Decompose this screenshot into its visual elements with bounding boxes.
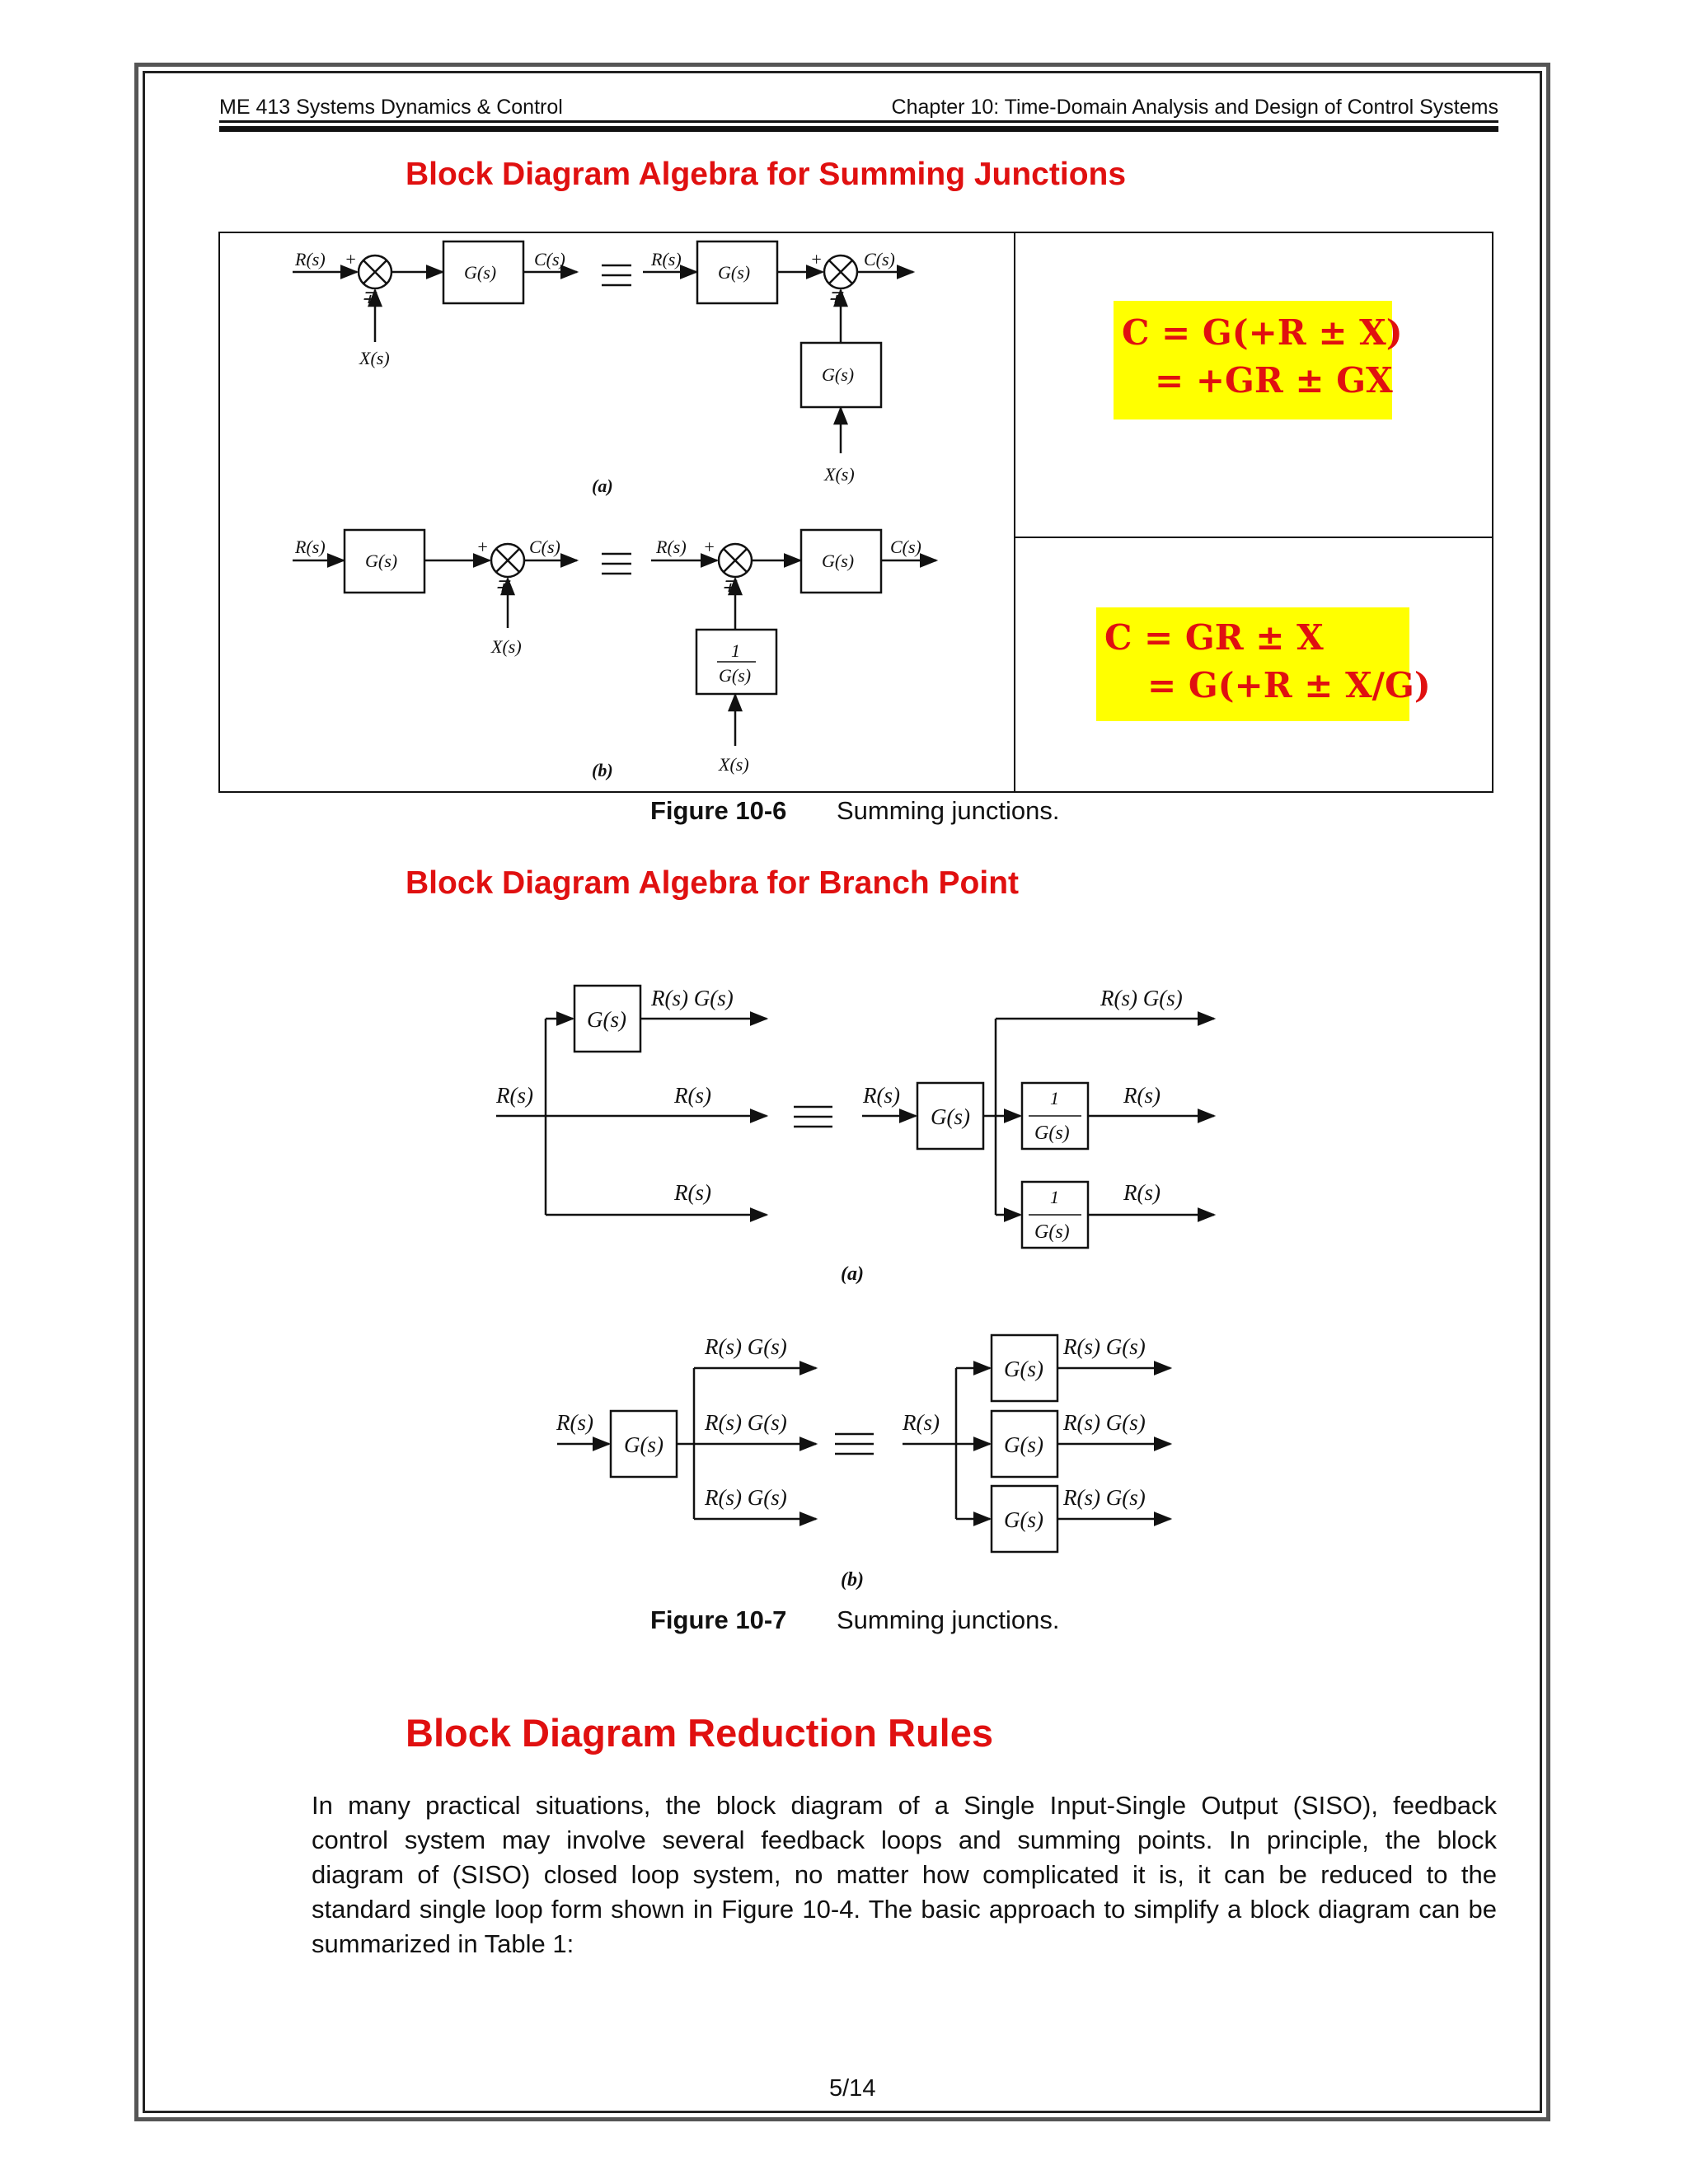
fig7a-right-G-inverse-2: G(s): [1034, 1221, 1070, 1243]
equation-a-box: C = G(+R ± X) = +GR ± GX: [1114, 301, 1403, 419]
fig6-subcaption-b: (b): [592, 760, 613, 780]
equation-b-line-1: C = GR ± X: [1104, 617, 1324, 658]
fig6a-left-C-label: C(s): [534, 249, 565, 269]
figure-10-6-text: Summing junctions.: [837, 796, 1060, 825]
fig6-subcaption-a: (a): [592, 476, 613, 496]
fig7a-right-R-mid: R(s): [1123, 1083, 1160, 1108]
fig6b-left-C-label: C(s): [529, 537, 560, 557]
paragraph-line-2: control system may involve several feedb…: [312, 1825, 1497, 1854]
fig7a-right-G-inverse-1: G(s): [1034, 1122, 1070, 1144]
page-header: ME 413 Systems Dynamics & Control Chapte…: [219, 91, 1498, 122]
fig7b-left-RG-top: R(s) G(s): [704, 1334, 787, 1359]
summing-section-title: Block Diagram Algebra for Summing Juncti…: [406, 157, 1127, 192]
fig7a-right-G-label: G(s): [931, 1104, 970, 1129]
fig6b-right-X-label: X(s): [718, 754, 749, 775]
table-horizontal-divider: [1014, 537, 1493, 538]
branch-section-title: Block Diagram Algebra for Branch Point: [406, 865, 1020, 901]
page-number: 5/14: [829, 2075, 876, 2102]
reduction-section-title: Block Diagram Reduction Rules: [406, 1711, 993, 1755]
fig6a-right-X-label: X(s): [823, 464, 855, 485]
header-rule-thick: [219, 126, 1498, 132]
figure-10-7-number: Figure 10-7: [650, 1605, 787, 1634]
fig7-subcaption-b: (b): [841, 1569, 864, 1591]
header-rule-thin: [219, 120, 1498, 123]
figure-10-6-caption: Figure 10-6 Summing junctions.: [650, 796, 1060, 826]
body-paragraph: In many practical situations, the block …: [312, 1788, 1497, 1961]
figure-10-7-caption: Figure 10-7 Summing junctions.: [650, 1605, 1060, 1635]
fig6a-right-R-label: R(s): [650, 249, 682, 269]
paragraph-line-4: standard single loop form shown in Figur…: [312, 1895, 1497, 1924]
fig7a-left-R-input: R(s): [495, 1083, 533, 1108]
fig6b-right-one: 1: [731, 640, 740, 661]
figure-10-7-text: Summing junctions.: [837, 1605, 1060, 1634]
fig6b-right-plus: +: [703, 537, 715, 557]
fig7b-right-R-input: R(s): [902, 1410, 940, 1435]
page-frame-outer: [134, 63, 1550, 2121]
fig7b-left-G-label: G(s): [624, 1432, 663, 1457]
fig6b-left-G-label: G(s): [365, 551, 397, 571]
fig6b-right-C-label: C(s): [890, 537, 921, 557]
fig6a-right-C-label: C(s): [864, 249, 895, 269]
fig7b-right-G-bottom: G(s): [1004, 1507, 1043, 1532]
fig7a-left-R-bottom: R(s): [673, 1180, 711, 1205]
fig6b-left-plus: +: [476, 537, 489, 557]
fig6a-right-G-label: G(s): [718, 262, 750, 283]
fig6a-left-R-label: R(s): [294, 249, 326, 269]
fig7a-right-RG-label: R(s) G(s): [1100, 986, 1183, 1010]
fig7a-right-one-1: 1: [1050, 1088, 1059, 1108]
fig6b-right-G-label: G(s): [822, 551, 854, 571]
paragraph-line-3: diagram of (SISO) closed loop system, no…: [312, 1860, 1497, 1889]
fig6a-right-feedback-G-label: G(s): [822, 364, 854, 385]
fig7b-right-RG-top: R(s) G(s): [1062, 1334, 1146, 1359]
fig6a-left-pm: ∓: [361, 287, 377, 307]
fig7b-right-RG-bottom: R(s) G(s): [1062, 1485, 1146, 1510]
fig7a-right-R-bottom: R(s): [1123, 1180, 1160, 1205]
fig7b-left-R-input: R(s): [556, 1410, 593, 1435]
fig7b-right-G-mid: G(s): [1004, 1432, 1043, 1457]
fig7b-left-RG-bottom: R(s) G(s): [704, 1485, 787, 1510]
header-course: ME 413 Systems Dynamics & Control: [219, 96, 563, 119]
fig7-subcaption-a: (a): [841, 1263, 864, 1285]
header-chapter: Chapter 10: Time-Domain Analysis and Des…: [891, 96, 1498, 119]
equation-a-line-2: = +GR ± GX: [1155, 360, 1393, 401]
fig6a-right-plus: +: [810, 249, 823, 269]
paragraph-line-1: In many practical situations, the block …: [312, 1791, 1497, 1820]
fig6b-left-R-label: R(s): [294, 537, 326, 557]
figure-10-6-number: Figure 10-6: [650, 796, 787, 825]
fig6a-left-plus: +: [345, 249, 357, 269]
table-vertical-divider: [1014, 233, 1015, 791]
fig6a-right-pm: ∓: [828, 287, 844, 307]
fig7a-left-R-mid: R(s): [673, 1083, 711, 1108]
fig6b-left-X-label: X(s): [490, 636, 522, 657]
equation-b-box: C = GR ± X = G(+R ± X/G): [1096, 607, 1431, 721]
fig7a-right-one-2: 1: [1050, 1187, 1059, 1207]
fig6a-left-X-label: X(s): [359, 348, 390, 368]
fig7b-right-RG-mid: R(s) G(s): [1062, 1410, 1146, 1435]
equation-b-line-2: = G(+R ± X/G): [1147, 665, 1431, 705]
fig6b-left-pm: ∓: [495, 575, 511, 596]
figure-10-6-table: [218, 232, 1493, 793]
paragraph-line-5: summarized in Table 1:: [312, 1929, 574, 1958]
fig7b-right-G-top: G(s): [1004, 1357, 1043, 1381]
fig6b-right-R-label: R(s): [655, 537, 687, 557]
fig6b-right-inverse-G-label: G(s): [719, 665, 751, 686]
fig7a-right-R-input: R(s): [862, 1083, 900, 1108]
page-frame-inner: [143, 71, 1542, 2113]
fig7b-left-RG-mid: R(s) G(s): [704, 1410, 787, 1435]
equation-a-line-1: C = G(+R ± X): [1122, 312, 1403, 353]
fig7a-left-RG-label: R(s) G(s): [650, 986, 734, 1010]
fig6b-right-pm: ∓: [721, 575, 738, 596]
fig6a-left-G-label: G(s): [464, 262, 496, 283]
fig7a-left-G-label: G(s): [587, 1007, 626, 1032]
